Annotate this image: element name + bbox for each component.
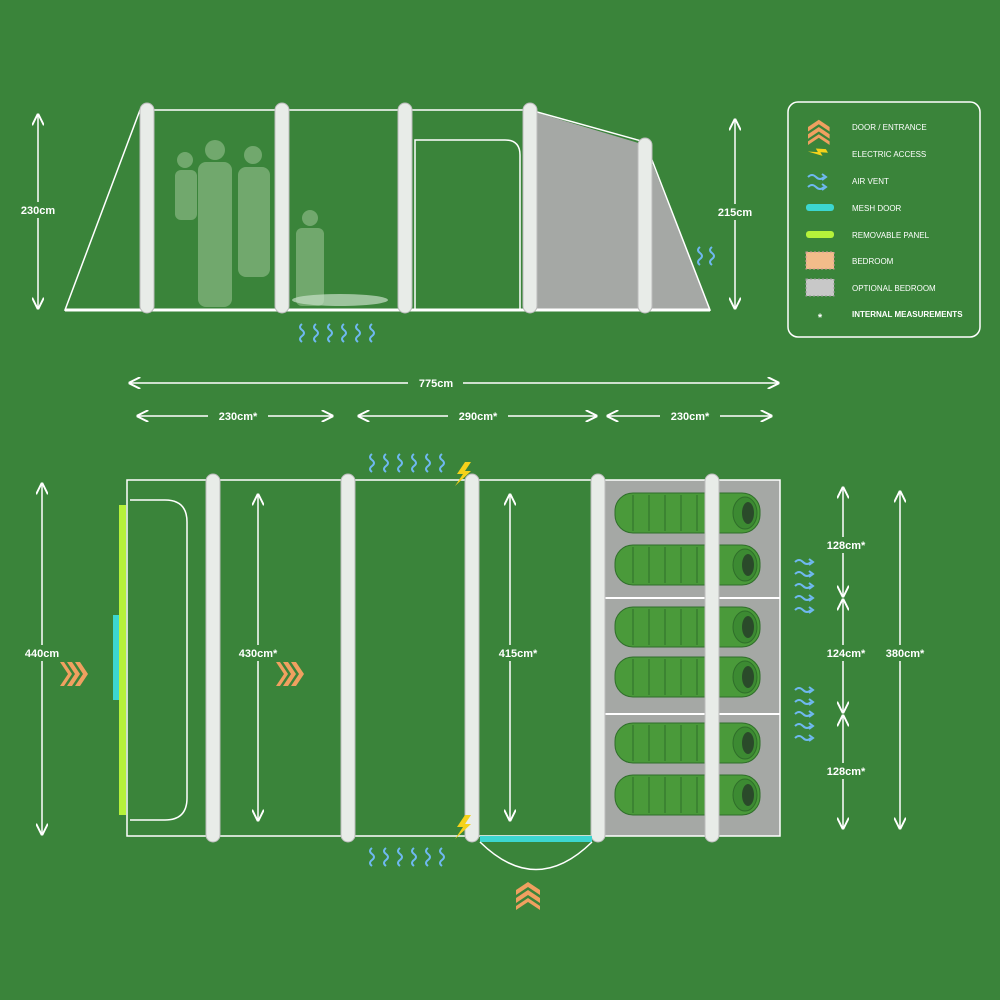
legend-mesh-door: MESH DOOR xyxy=(852,204,902,213)
bedroom-total-label: 380cm* xyxy=(886,648,925,660)
legend-electric: ELECTRIC ACCESS xyxy=(852,150,926,159)
air-beams-plan xyxy=(205,473,720,843)
mesh-door-bottom[interactable] xyxy=(480,836,592,842)
width-living-label: 430cm* xyxy=(239,648,278,660)
length-dimensions: 775cm 230cm* 290cm* 230cm* xyxy=(130,375,778,424)
height-left-label: 230cm xyxy=(21,205,55,217)
optional-bedroom-side xyxy=(535,112,710,310)
removable-panel xyxy=(119,505,126,815)
removable-panel-icon xyxy=(806,231,834,238)
air-beams xyxy=(139,102,653,314)
bedroom-3-label: 128cm* xyxy=(827,766,866,778)
lightning-icon xyxy=(807,143,828,162)
bedroom-2-label: 124cm* xyxy=(827,648,866,660)
legend-removable-panel: REMOVABLE PANEL xyxy=(852,231,930,240)
legend-air-vent: AIR VENT xyxy=(852,177,889,186)
legend: DOOR / ENTRANCE ELECTRIC ACCESS AIR VENT… xyxy=(787,101,981,338)
legend-bedroom: BEDROOM xyxy=(852,257,894,266)
section-1-label: 230cm* xyxy=(219,411,258,423)
mesh-door-icon xyxy=(806,204,834,211)
total-length-label: 775cm xyxy=(419,378,453,390)
section-2-label: 290cm* xyxy=(459,411,498,423)
legend-door: DOOR / ENTRANCE xyxy=(852,123,927,132)
side-view: 230cm 215cm xyxy=(18,102,755,343)
asterisk-icon: * xyxy=(818,312,823,324)
optional-bedroom-swatch-icon xyxy=(805,278,835,297)
mesh-door-left[interactable] xyxy=(113,615,119,700)
floor-plan: 440cm 430cm* 415cm* 380cm* 128cm* 124cm*… xyxy=(20,453,930,910)
height-right-label: 215cm xyxy=(718,207,752,219)
bedroom-swatch-icon xyxy=(805,251,835,270)
door-swing xyxy=(479,841,593,871)
width-outer-label: 440cm xyxy=(25,648,59,660)
legend-optional-bedroom: OPTIONAL BEDROOM xyxy=(852,284,936,293)
width-middle-label: 415cm* xyxy=(499,648,538,660)
family-silhouette xyxy=(175,140,324,307)
bedroom-1-label: 128cm* xyxy=(827,540,866,552)
door-outline xyxy=(414,139,521,310)
legend-internal-measurements: INTERNAL MEASUREMENTS xyxy=(852,310,963,319)
door-chevron-icon xyxy=(808,119,830,145)
air-vent-icon xyxy=(807,173,827,191)
section-3-label: 230cm* xyxy=(671,411,710,423)
